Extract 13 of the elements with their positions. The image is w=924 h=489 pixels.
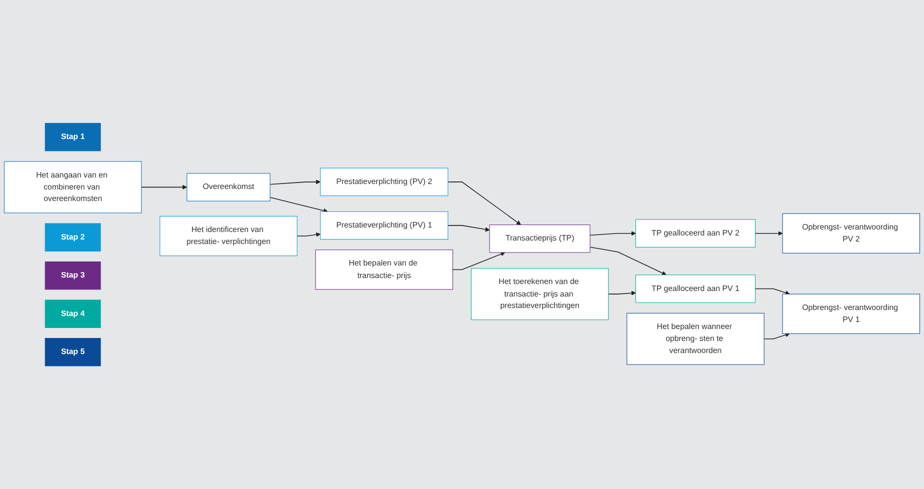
arrow xyxy=(296,232,321,237)
arrow xyxy=(452,252,506,270)
arrow xyxy=(448,224,490,232)
arrow xyxy=(590,230,636,236)
arrow xyxy=(754,230,783,236)
arrow xyxy=(141,184,188,190)
arrow xyxy=(590,246,667,276)
arrow xyxy=(448,181,522,225)
arrow xyxy=(754,288,790,295)
arrow xyxy=(764,332,790,340)
arrow xyxy=(270,180,321,185)
arrow xyxy=(608,290,636,296)
arrow xyxy=(270,196,328,213)
